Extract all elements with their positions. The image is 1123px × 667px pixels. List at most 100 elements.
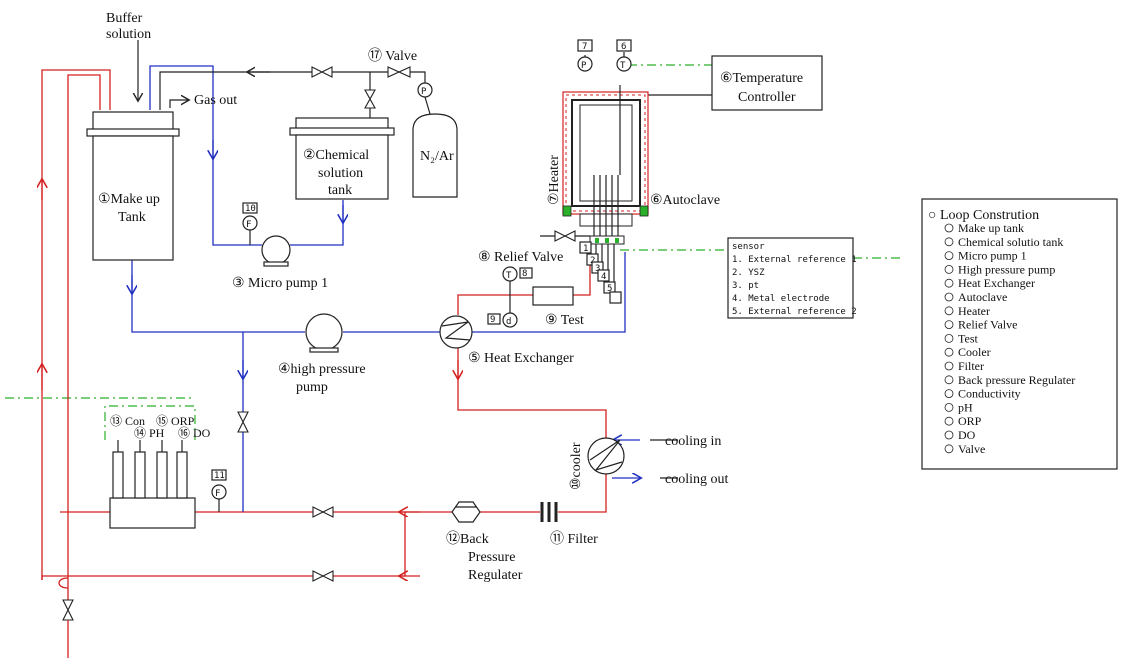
test-label: ⑨ Test [545, 313, 584, 328]
legend-item: pH [958, 400, 973, 414]
bpr-label: ⑫Back [446, 531, 489, 547]
legend-bullet-icon [944, 223, 954, 233]
chemical-tank-label: ②Chemical [303, 148, 369, 163]
legend-title: ○ Loop Constrution [928, 208, 1039, 223]
flow-meter-icon: F [215, 489, 220, 499]
instrument-block: ⑬ Con ⑭ PH ⑮ ORP ⑯ DO [109, 414, 211, 529]
autoclave: 2 3 4 5 1 P 7 T 6 [562, 39, 649, 304]
hp-pump-label-2: pump [296, 380, 328, 395]
micro-pump-label: ③ Micro pump 1 [232, 276, 328, 291]
cooling-in-label: cooling in [665, 434, 721, 449]
hot-lines [42, 69, 607, 658]
bpr-label-3: Regulater [468, 568, 523, 583]
legend-item: Back pressure Regulater [958, 373, 1075, 387]
test-section: T 8 d 9 [487, 266, 574, 328]
legend-item: Relief Valve [958, 318, 1017, 332]
valve-icon [237, 411, 249, 433]
legend-bullet-icon [944, 306, 954, 316]
gas-label: N₂/Ar [420, 149, 454, 164]
legend-bullet-icon [944, 333, 954, 343]
svg-text:9: 9 [490, 315, 495, 325]
filter [540, 502, 558, 522]
legend-bullet-icon [944, 278, 954, 288]
bpr-label-2: Pressure [468, 550, 515, 565]
text-labels: Buffer solution Gas out ⑰ Valve ③ Micro … [106, 11, 728, 583]
legend-bullet-icon [944, 292, 954, 302]
back-pressure-regulator [451, 501, 481, 523]
legend-item: Chemical solutio tank [958, 235, 1063, 249]
svg-text:3. pt: 3. pt [732, 281, 759, 291]
temp-controller-label-2: Controller [738, 90, 796, 105]
legend-bullet-icon [944, 416, 954, 426]
signal-lines [5, 64, 900, 440]
heat-exchanger [439, 315, 473, 349]
legend-item: Valve [958, 442, 985, 456]
cooler-label: ⑩cooler [569, 442, 584, 490]
thermocouple-icon: T [506, 271, 512, 281]
flow-meter-icon: F [246, 220, 251, 230]
heat-exchanger-label: ⑤ Heat Exchanger [468, 351, 574, 366]
legend-bullet-icon [944, 320, 954, 330]
pressure-gauge-icon: P [421, 87, 427, 97]
legend-item: ORP [958, 414, 982, 428]
svg-text:1: 1 [583, 244, 588, 254]
svg-text:2. YSZ: 2. YSZ [732, 268, 765, 278]
autoclave-label: ⑥Autoclave [650, 193, 720, 208]
svg-text:8: 8 [522, 269, 527, 279]
svg-text:6: 6 [621, 42, 626, 52]
valve-17-label: ⑰ Valve [368, 48, 417, 64]
valve-icon [364, 89, 376, 109]
legend-item: High pressure pump [958, 262, 1055, 276]
svg-text:3: 3 [595, 264, 600, 274]
svg-text:11: 11 [214, 471, 225, 481]
legend-bullet-icon [944, 264, 954, 274]
chemical-tank: ②Chemical solution tank [289, 117, 395, 200]
legend-bullet-icon [944, 251, 954, 261]
temperature-controller: ⑥Temperature Controller [711, 55, 823, 111]
legend-item: DO [958, 428, 976, 442]
legend-item: Test [958, 331, 978, 345]
temp-controller-label: ⑥Temperature [720, 71, 803, 86]
hp-pump-label: ④high pressure [278, 362, 366, 377]
legend-bullet-icon [944, 430, 954, 440]
svg-text:5: 5 [607, 284, 612, 294]
legend: ○ Loop Constrution Make up tankChemical … [921, 198, 1118, 470]
makeup-tank: ①Make up Tank [86, 111, 180, 261]
legend-bullet-icon [944, 444, 954, 454]
sensor-box: sensor 1. External reference 1 2. YSZ 3.… [727, 237, 857, 319]
flow-meter-11: 11 F [211, 469, 227, 512]
chemical-tank-label-3: tank [328, 183, 352, 198]
micro-pump: F 10 [242, 202, 291, 267]
svg-text:sensor: sensor [732, 242, 765, 252]
valve-17-icon [387, 66, 411, 78]
legend-bullet-icon [944, 402, 954, 412]
makeup-tank-label: ①Make up [98, 192, 160, 207]
cooling-out-label: cooling out [665, 472, 728, 487]
legend-item: Filter [958, 359, 984, 373]
legend-item: Make up tank [958, 221, 1024, 235]
svg-text:1. External reference 1: 1. External reference 1 [732, 255, 857, 265]
legend-item: Autoclave [958, 290, 1007, 304]
orp-label: ⑮ ORP [156, 414, 195, 428]
relief-valve-label: ⑧ Relief Valve [478, 250, 563, 265]
legend-item: Heat Exchanger [958, 276, 1035, 290]
valve-icon [311, 66, 333, 78]
heater-label: ⑦Heater [547, 155, 562, 205]
gas-cylinder: P N₂/Ar [412, 82, 458, 198]
ph-label: ⑭ PH [134, 426, 165, 440]
svg-text:4. Metal electrode: 4. Metal electrode [732, 294, 830, 304]
buffer-label: Buffer [106, 11, 143, 26]
makeup-tank-label-2: Tank [118, 210, 146, 225]
chemical-tank-label-2: solution [318, 166, 363, 181]
legend-item: Heater [958, 304, 990, 318]
legend-item: Micro pump 1 [958, 249, 1027, 263]
legend-item: Conductivity [958, 387, 1021, 401]
svg-text:10: 10 [245, 204, 256, 214]
gas-out-label: Gas out [194, 93, 237, 108]
do-label: ⑯ DO [178, 426, 211, 440]
legend-bullet-icon [944, 375, 954, 385]
hp-pump [305, 313, 343, 353]
thermocouple-icon: T [620, 61, 626, 71]
